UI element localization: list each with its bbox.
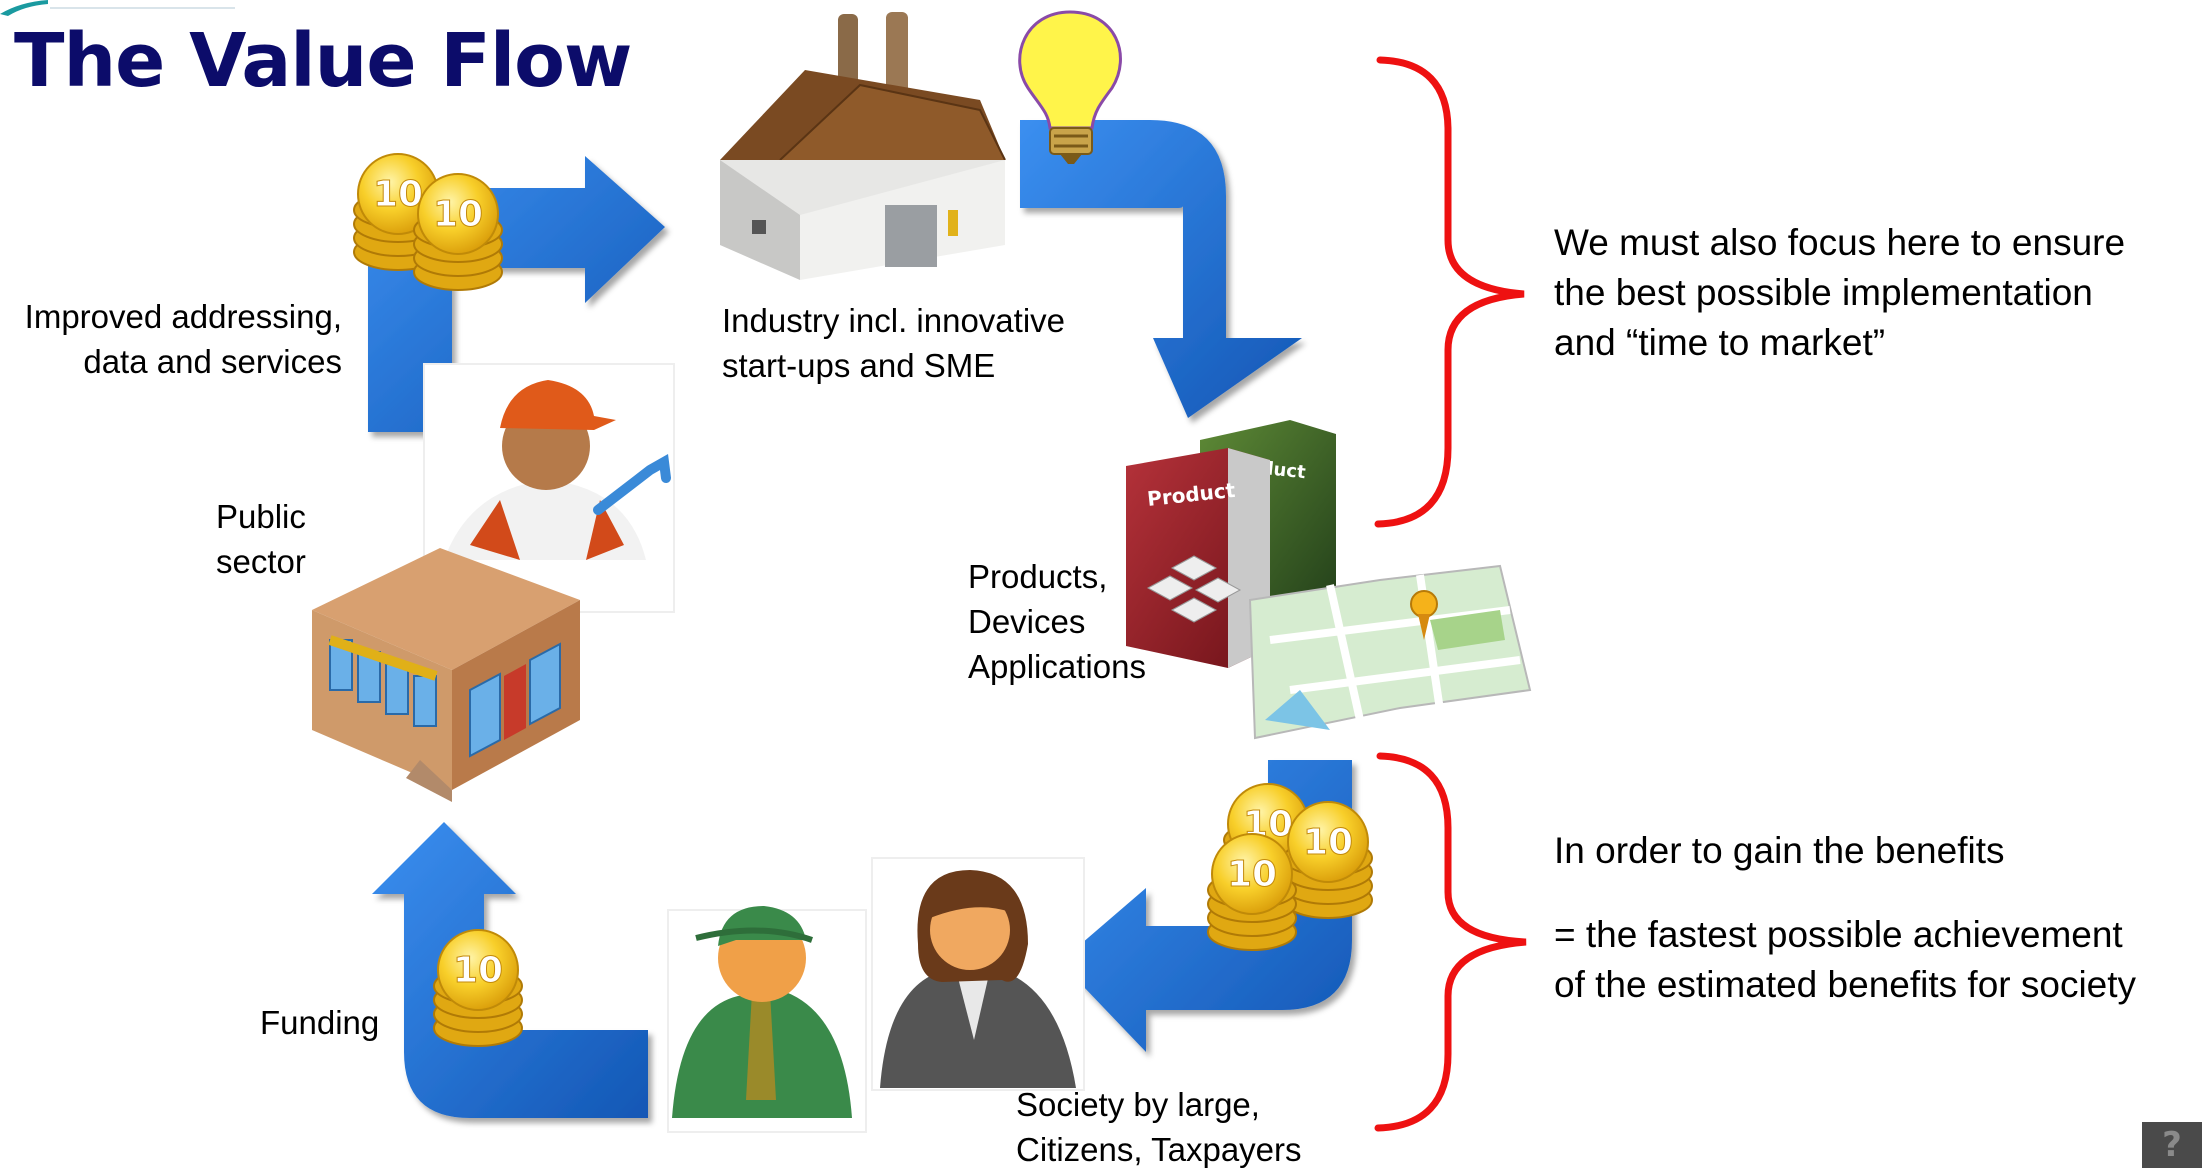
label-improved-line1: Improved addressing, xyxy=(24,298,342,335)
map-icon xyxy=(1248,564,1532,740)
label-public-sector: Public sector xyxy=(216,494,306,584)
lightbulb-icon xyxy=(1018,10,1122,164)
note-bottom-line3: of the estimated benefits for society xyxy=(1554,964,2137,1005)
note-top-line2: the best possible implementation xyxy=(1554,272,2093,313)
label-industry-line2: start-ups and SME xyxy=(722,347,996,384)
product-boxes-icon: Product Product xyxy=(1126,420,1336,668)
label-funding: Funding xyxy=(260,1004,380,1041)
note-bottom-line2: = the fastest possible achievement xyxy=(1554,914,2123,955)
label-public-sector-line2: sector xyxy=(216,543,306,580)
label-products-line1: Products, xyxy=(968,558,1108,595)
note-bottom: In order to gain the benefits = the fast… xyxy=(1554,826,2136,1010)
coin-stack-society-front: 10 xyxy=(1207,833,1297,951)
label-society-line2: Citizens, Taxpayers xyxy=(1016,1131,1302,1168)
public-sector-worker-icon xyxy=(423,363,675,613)
corner-logo xyxy=(0,0,235,16)
coin-stack-improved-right: 10 xyxy=(413,173,503,291)
coin-stack-society-top-right: 10 xyxy=(1283,801,1373,919)
label-improved-line2: data and services xyxy=(83,343,342,380)
coin-value: 10 xyxy=(1303,822,1353,863)
label-industry-line1: Industry incl. innovative xyxy=(722,302,1066,339)
note-bottom-line1: In order to gain the benefits xyxy=(1554,830,2005,871)
label-products: Products, Devices Applications xyxy=(968,554,1146,689)
arrow-society-to-public xyxy=(372,822,648,1118)
arrow-industry-to-products xyxy=(1020,120,1302,418)
label-society-line1: Society by large, xyxy=(1016,1086,1260,1123)
label-improved-addressing: Improved addressing, data and services xyxy=(18,294,342,384)
coin-value: 10 xyxy=(453,950,503,991)
brace-top xyxy=(1374,56,1525,528)
factory-icon xyxy=(720,12,1006,280)
coin-stack-funding: 10 xyxy=(433,929,523,1047)
brace-bottom xyxy=(1374,752,1527,1132)
note-top-line3: and “time to market” xyxy=(1554,322,1886,363)
coin-value: 10 xyxy=(373,174,423,215)
label-products-line2: Devices xyxy=(968,603,1086,640)
label-products-line3: Applications xyxy=(968,648,1146,685)
citizen-man-icon xyxy=(667,906,867,1133)
slide-title: The Value Flow xyxy=(14,18,632,104)
coin-value: 10 xyxy=(1227,854,1277,895)
public-building-icon xyxy=(312,548,580,802)
note-top: We must also focus here to ensure the be… xyxy=(1554,218,2125,368)
citizen-woman-icon xyxy=(871,857,1085,1091)
label-industry: Industry incl. innovative start-ups and … xyxy=(722,298,1065,388)
label-society: Society by large, Citizens, Taxpayers xyxy=(1016,1082,1302,1172)
coin-value: 10 xyxy=(433,194,483,235)
note-top-line1: We must also focus here to ensure xyxy=(1554,222,2126,263)
label-public-sector-line1: Public xyxy=(216,498,306,535)
help-button[interactable]: ? xyxy=(2142,1122,2202,1168)
